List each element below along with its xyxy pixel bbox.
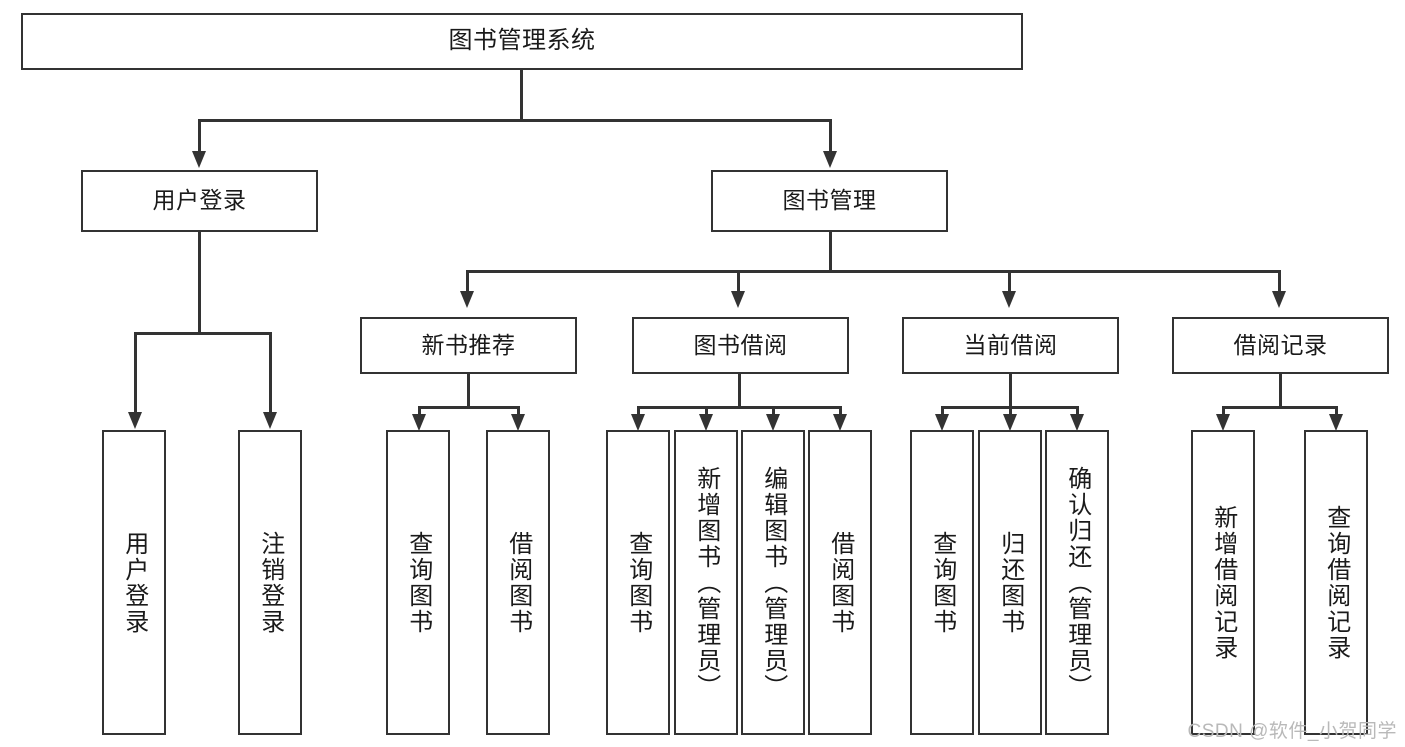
node-label: 查询借阅记录	[1322, 504, 1350, 661]
arrowhead-leaf-borrow-book-2	[833, 414, 847, 431]
node-leaf-borrow-book-1[interactable]: 借阅图书	[486, 430, 550, 735]
watermark-text: CSDN @软件_小贺同学	[1187, 721, 1397, 742]
connector-level2-bus	[198, 119, 832, 122]
node-label: 新书推荐	[421, 331, 516, 358]
connector-to-leaf-edit-book	[772, 406, 775, 416]
node-current-borrow[interactable]: 当前借阅	[902, 317, 1119, 374]
arrowhead-new-book-recommend	[460, 291, 474, 308]
connector-borrow-record-stem	[1279, 374, 1282, 408]
node-book-management[interactable]: 图书管理	[711, 170, 948, 232]
arrowhead-leaf-add-book	[699, 414, 713, 431]
connector-new-book-recommend-bus	[418, 406, 519, 409]
node-label: 注销登录	[256, 530, 284, 635]
node-label: 图书借阅	[693, 331, 788, 358]
node-label: 图书管理	[782, 187, 877, 214]
arrowhead-leaf-query-record	[1329, 414, 1343, 431]
connector-to-book-management	[829, 119, 832, 152]
node-label: 查询图书	[624, 530, 652, 635]
arrowhead-leaf-query-book-3	[935, 414, 949, 431]
node-label: 用户登录	[120, 530, 148, 635]
connector-to-new-book-recommend	[466, 270, 469, 292]
connector-to-leaf-add-book	[705, 406, 708, 416]
node-leaf-add-book[interactable]: 新增图书（管理员）	[674, 430, 738, 735]
node-label: 查询图书	[928, 530, 956, 635]
node-leaf-query-book-2[interactable]: 查询图书	[606, 430, 670, 735]
arrowhead-leaf-edit-book	[766, 414, 780, 431]
node-label: 当前借阅	[963, 331, 1058, 358]
connector-borrow-record-bus	[1222, 406, 1337, 409]
connector-to-leaf-query-record	[1335, 406, 1338, 416]
node-label: 借阅记录	[1233, 331, 1328, 358]
connector-to-current-borrow	[1008, 270, 1011, 292]
connector-to-book-borrow	[737, 270, 740, 292]
connector-book-borrow-bus	[637, 406, 839, 409]
node-leaf-user-login[interactable]: 用户登录	[102, 430, 166, 735]
connector-book-borrow-stem	[738, 374, 741, 408]
arrowhead-leaf-return-book	[1003, 414, 1017, 431]
node-leaf-borrow-book-2[interactable]: 借阅图书	[808, 430, 872, 735]
node-label: 查询图书	[404, 530, 432, 635]
node-label: 新增借阅记录	[1209, 504, 1237, 661]
node-label: 确认归还（管理员）	[1063, 465, 1091, 700]
connector-user-login-bus	[134, 332, 271, 335]
arrowhead-current-borrow	[1002, 291, 1016, 308]
connector-book-management-stem	[829, 232, 832, 272]
connector-to-leaf-user-login	[134, 332, 137, 413]
connector-level3-bus	[466, 270, 1280, 273]
arrowhead-borrow-record	[1272, 291, 1286, 308]
node-leaf-logout-login[interactable]: 注销登录	[238, 430, 302, 735]
arrowhead-leaf-query-book-1	[412, 414, 426, 431]
connector-to-leaf-borrow-book-1	[517, 406, 520, 416]
node-label: 编辑图书（管理员）	[759, 465, 787, 700]
node-leaf-add-record[interactable]: 新增借阅记录	[1191, 430, 1255, 735]
node-label: 归还图书	[996, 530, 1024, 635]
connector-new-book-recommend-stem	[467, 374, 470, 408]
connector-to-leaf-confirm-return	[1076, 406, 1079, 416]
arrowhead-book-management	[823, 151, 837, 168]
connector-to-leaf-query-book-2	[637, 406, 640, 416]
connector-root-stem	[520, 70, 523, 120]
node-leaf-query-book-1[interactable]: 查询图书	[386, 430, 450, 735]
connector-to-leaf-query-book-3	[941, 406, 944, 416]
node-label: 新增图书（管理员）	[692, 465, 720, 700]
node-leaf-return-book[interactable]: 归还图书	[978, 430, 1042, 735]
arrowhead-leaf-add-record	[1216, 414, 1230, 431]
connector-user-login-stem	[198, 232, 201, 334]
node-leaf-query-record[interactable]: 查询借阅记录	[1304, 430, 1368, 735]
arrowhead-leaf-user-login	[128, 412, 142, 429]
arrowhead-leaf-logout-login	[263, 412, 277, 429]
connector-to-leaf-add-record	[1222, 406, 1225, 416]
connector-to-leaf-query-book-1	[418, 406, 421, 416]
node-borrow-record[interactable]: 借阅记录	[1172, 317, 1389, 374]
node-label: 用户登录	[152, 187, 247, 214]
node-book-borrow[interactable]: 图书借阅	[632, 317, 849, 374]
node-leaf-query-book-3[interactable]: 查询图书	[910, 430, 974, 735]
connector-to-borrow-record	[1278, 270, 1281, 292]
node-new-book-recommend[interactable]: 新书推荐	[360, 317, 577, 374]
node-leaf-edit-book[interactable]: 编辑图书（管理员）	[741, 430, 805, 735]
arrowhead-leaf-confirm-return	[1070, 414, 1084, 431]
arrowhead-leaf-borrow-book-1	[511, 414, 525, 431]
arrowhead-book-borrow	[731, 291, 745, 308]
connector-to-leaf-return-book	[1009, 406, 1012, 416]
arrowhead-leaf-query-book-2	[631, 414, 645, 431]
arrowhead-user-login	[192, 151, 206, 168]
connector-to-user-login	[198, 119, 201, 152]
connector-current-borrow-stem	[1009, 374, 1012, 408]
node-label: 图书管理系统	[448, 27, 596, 55]
node-root-system[interactable]: 图书管理系统	[21, 13, 1023, 70]
node-user-login[interactable]: 用户登录	[81, 170, 318, 232]
node-label: 借阅图书	[504, 530, 532, 635]
node-label: 借阅图书	[826, 530, 854, 635]
connector-to-leaf-logout-login	[269, 332, 272, 413]
connector-to-leaf-borrow-book-2	[839, 406, 842, 416]
node-leaf-confirm-return[interactable]: 确认归还（管理员）	[1045, 430, 1109, 735]
